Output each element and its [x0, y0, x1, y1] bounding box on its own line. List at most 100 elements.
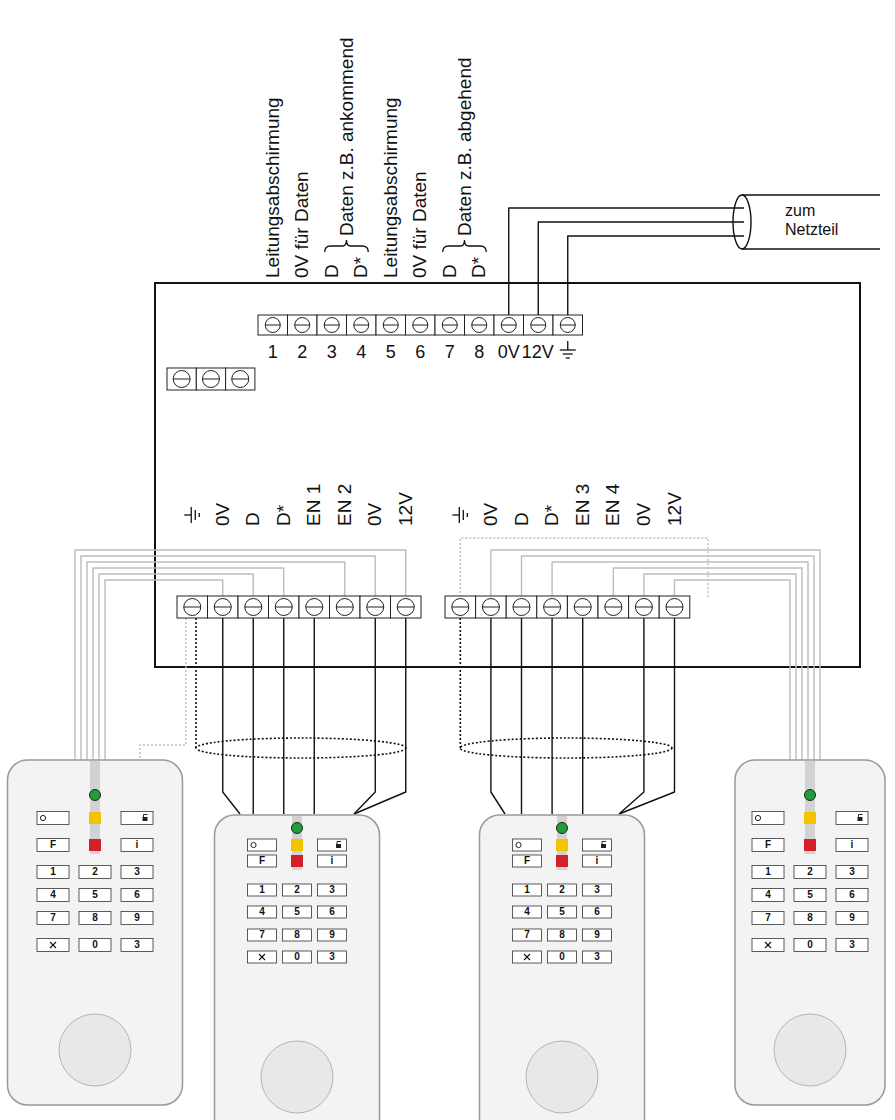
key-label: 6 — [594, 907, 600, 917]
terminal-screw — [501, 318, 516, 333]
key — [794, 912, 826, 925]
key — [121, 889, 153, 902]
key-label: 0 — [294, 952, 300, 962]
reader-sensor — [774, 1014, 846, 1086]
black-wire — [619, 618, 675, 814]
controller-housing — [155, 283, 860, 667]
terminal-screw — [173, 371, 190, 388]
gray-wire — [87, 562, 345, 762]
screw-slot — [184, 607, 201, 608]
terminal-screw — [306, 599, 323, 616]
key — [513, 929, 542, 941]
led-strip — [292, 816, 302, 870]
key-label: 9 — [594, 930, 600, 940]
key-label: 6 — [329, 907, 335, 917]
gray-wire — [75, 550, 406, 762]
key — [836, 939, 868, 952]
power-wire — [538, 222, 744, 315]
key — [513, 951, 542, 963]
key — [248, 951, 277, 963]
terminal-block — [553, 315, 583, 335]
key-label: 7 — [50, 913, 56, 923]
yellow-led — [291, 839, 303, 851]
cancel-icon — [259, 954, 265, 960]
screw-slot — [605, 607, 622, 608]
terminal-block — [524, 315, 554, 335]
terminal-screw — [295, 318, 310, 333]
key-icon — [602, 842, 606, 845]
terminal-block — [226, 368, 255, 390]
terminal-screw — [245, 599, 262, 616]
black-wire — [354, 618, 375, 814]
earth-symbol — [459, 507, 460, 523]
key — [121, 912, 153, 925]
black-wire — [521, 618, 522, 814]
terminal-block — [659, 596, 690, 618]
key — [513, 839, 542, 851]
key-label: 5 — [92, 890, 98, 900]
terminal-block — [476, 596, 507, 618]
key — [121, 866, 153, 879]
cancel-icon — [524, 954, 530, 960]
terminal-screw — [214, 599, 231, 616]
terminal-number: 2 — [297, 343, 307, 361]
key-label: 5 — [294, 907, 300, 917]
cancel-icon — [765, 942, 771, 948]
screw-slot — [501, 325, 516, 326]
key — [583, 906, 612, 918]
key-label: 3 — [329, 952, 335, 962]
key-label: 6 — [849, 890, 855, 900]
key-label: i — [331, 856, 334, 866]
terminal-screw — [472, 318, 487, 333]
terminal-screw — [265, 318, 280, 333]
gray-wire — [81, 556, 375, 762]
key-label: 5 — [807, 890, 813, 900]
key — [548, 951, 577, 963]
screw-slot — [306, 607, 323, 608]
terminal-number: 6 — [415, 343, 425, 361]
terminal-screw — [232, 371, 249, 388]
terminal-block — [376, 315, 406, 335]
terminal-screw — [531, 318, 546, 333]
screw-slot — [482, 607, 499, 608]
terminal-block — [406, 315, 436, 335]
key — [548, 906, 577, 918]
ground-label: 0V für Daten — [291, 171, 313, 278]
key — [37, 939, 69, 952]
earth-symbol — [560, 349, 576, 350]
key — [248, 906, 277, 918]
power-wire — [568, 236, 744, 315]
ground-label: 0V für Daten — [409, 171, 431, 278]
shield-label: Leitungsabschirmung — [380, 97, 402, 278]
data-note: Daten z.B. abgehend — [454, 57, 476, 236]
key — [248, 839, 277, 851]
key — [752, 939, 784, 952]
key — [583, 855, 612, 867]
terminal-screw — [513, 599, 530, 616]
screw-slot — [336, 607, 353, 608]
terminal-block — [288, 315, 318, 335]
key — [318, 929, 347, 941]
key-label: 4 — [524, 907, 530, 917]
key — [583, 884, 612, 896]
key — [248, 855, 277, 867]
terminal-screw — [560, 318, 575, 333]
terminal-screw — [202, 371, 219, 388]
key — [548, 929, 577, 941]
terminal-screw — [367, 599, 384, 616]
green-led — [90, 790, 101, 801]
keypad-body — [735, 760, 885, 1105]
terminal-screw — [605, 599, 622, 616]
screw-slot — [560, 325, 575, 326]
terminal-number: 12V — [522, 343, 554, 361]
data-note: Daten z.B. ankommend — [336, 37, 358, 236]
pin-name: D — [242, 512, 264, 526]
gray-wire — [552, 562, 808, 762]
terminal-block — [435, 315, 465, 335]
key-label: 0 — [807, 940, 813, 950]
key — [79, 866, 111, 879]
key — [513, 884, 542, 896]
earth-symbol — [191, 507, 192, 523]
key — [121, 812, 153, 825]
